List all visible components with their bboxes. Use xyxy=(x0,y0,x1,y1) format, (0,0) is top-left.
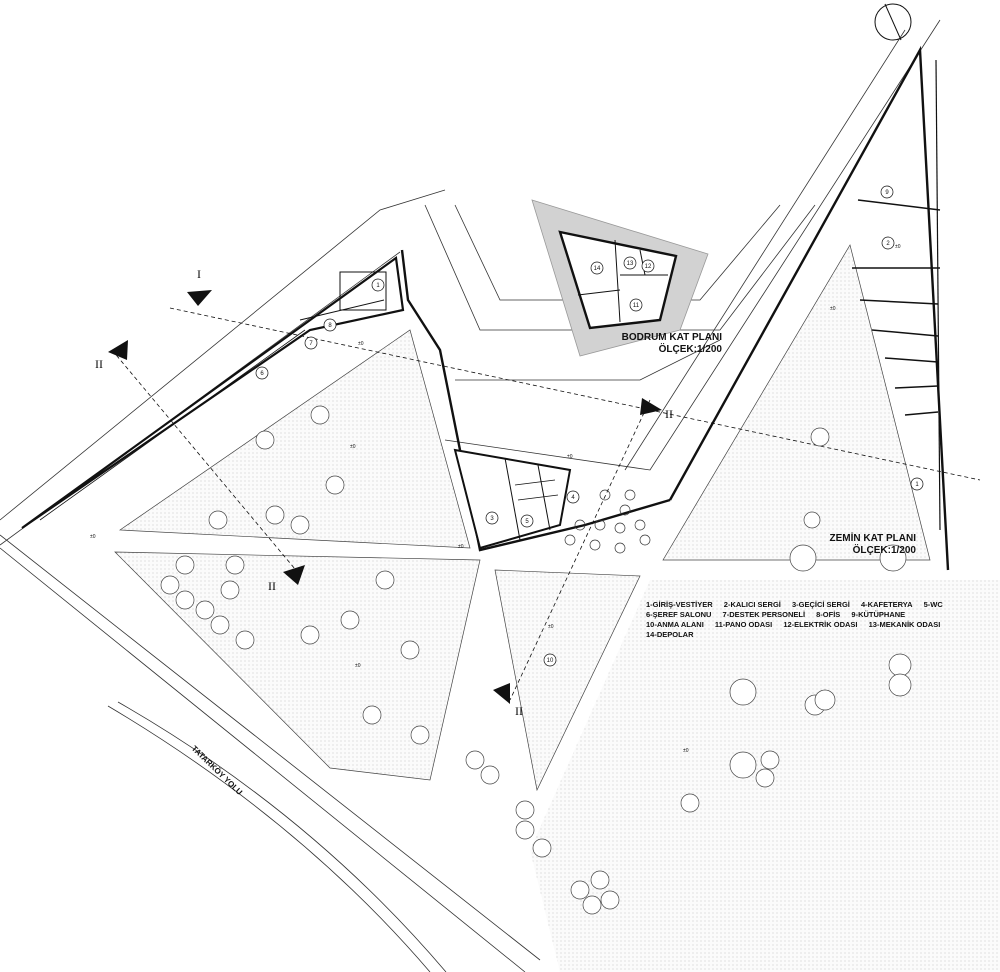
svg-text:11: 11 xyxy=(633,303,640,309)
legend-item: 5-WC xyxy=(923,600,943,609)
section-marker-labels: I II II II II xyxy=(95,267,673,718)
legend-item: 10-ANMA ALANI xyxy=(646,620,704,629)
svg-text:±0: ±0 xyxy=(683,748,689,754)
trees xyxy=(160,405,912,915)
legend-item: 2-KALICI SERGİ xyxy=(723,600,781,609)
cafeteria-tables xyxy=(564,489,651,554)
room-number-1b: 1 xyxy=(910,477,924,491)
svg-text:3: 3 xyxy=(490,516,494,522)
room-number-6: 6 xyxy=(255,366,269,380)
svg-text:8: 8 xyxy=(328,323,332,329)
room-number-10: 10 xyxy=(543,653,557,667)
ground-plan-scale: ÖLÇEK:1/200 xyxy=(852,545,916,556)
room-number-5: 5 xyxy=(520,514,534,528)
room-number-7: 7 xyxy=(304,336,318,350)
svg-text:12: 12 xyxy=(645,264,652,270)
svg-text:7: 7 xyxy=(309,341,313,347)
svg-text:II: II xyxy=(515,704,523,718)
svg-text:±0: ±0 xyxy=(567,454,573,460)
svg-text:9: 9 xyxy=(885,190,889,196)
svg-text:I: I xyxy=(197,267,201,281)
svg-text:10: 10 xyxy=(547,658,554,664)
svg-text:13: 13 xyxy=(627,261,634,267)
basement-plan xyxy=(531,199,709,357)
svg-text:II: II xyxy=(665,407,673,421)
svg-text:1: 1 xyxy=(376,283,380,289)
section-lines xyxy=(111,307,981,701)
legend-item: 11-PANO ODASI xyxy=(714,620,773,629)
section-markers xyxy=(108,290,662,704)
legend-item: 14-DEPOLAR xyxy=(646,630,694,639)
svg-text:±0: ±0 xyxy=(895,244,901,250)
svg-text:5: 5 xyxy=(525,519,529,525)
level-tags: ±0 ±0 ±0 ±0 ±0 ±0 ±0 ±0 ±0 ±0 xyxy=(90,244,901,754)
svg-text:2: 2 xyxy=(886,241,890,247)
svg-text:±0: ±0 xyxy=(548,624,554,630)
ground-plan-name: ZEMİN KAT PLANI xyxy=(829,533,916,544)
legend-item: 4-KAFETERYA xyxy=(861,600,913,609)
west-wing xyxy=(21,256,405,529)
svg-text:±0: ±0 xyxy=(358,341,364,347)
central-building xyxy=(400,249,671,552)
svg-text:6: 6 xyxy=(260,371,264,377)
legend-item: 3-GEÇİCİ SERGİ xyxy=(791,600,850,609)
legend-row: 14-DEPOLAR xyxy=(646,630,996,640)
legend-row: 6-ŞEREF SALONU 7-DESTEK PERSONELİ 8-OFİS… xyxy=(646,610,996,620)
legend-item: 7-DESTEK PERSONELİ xyxy=(722,610,806,619)
ground-plan-title: ZEMİN KAT PLANI ÖLÇEK:1/200 xyxy=(788,533,916,557)
svg-text:4: 4 xyxy=(571,495,575,501)
room-number-4: 4 xyxy=(566,490,580,504)
room-legend: 1-GİRİŞ-VESTİYER 2-KALICI SERGİ 3-GEÇİCİ… xyxy=(646,600,996,640)
svg-text:II: II xyxy=(95,357,103,371)
legend-item: 8-OFİS xyxy=(816,610,841,619)
legend-item: 6-ŞEREF SALONU xyxy=(646,610,712,619)
legend-item: 1-GİRİŞ-VESTİYER xyxy=(646,600,713,609)
legend-item: 12-ELEKTRİK ODASI xyxy=(783,620,858,629)
legend-row: 10-ANMA ALANI 11-PANO ODASI 12-ELEKTRİK … xyxy=(646,620,996,630)
room-number-12: 12 xyxy=(641,259,655,273)
legend-item: 9-KÜTÜPHANE xyxy=(851,610,906,619)
svg-text:1: 1 xyxy=(915,482,919,488)
legend-item: 13-MEKANİK ODASI xyxy=(868,620,941,629)
north-arrow-icon xyxy=(874,3,912,41)
room-number-14: 14 xyxy=(590,261,604,275)
basement-plan-title: BODRUM KAT PLANI ÖLÇEK:1/200 xyxy=(586,332,722,356)
basement-plan-name: BODRUM KAT PLANI xyxy=(621,332,722,343)
room-number-11: 11 xyxy=(629,298,643,312)
room-number-1a: 1 xyxy=(371,278,385,292)
svg-text:±0: ±0 xyxy=(458,544,464,550)
room-number-8: 8 xyxy=(323,318,337,332)
svg-text:±0: ±0 xyxy=(90,534,96,540)
room-number-2: 2 xyxy=(881,236,895,250)
east-wing xyxy=(668,45,950,571)
room-labels: 14 13 12 11 1 8 7 6 9 2 1 3 5 4 10 xyxy=(255,185,924,667)
legend-row: 1-GİRİŞ-VESTİYER 2-KALICI SERGİ 3-GEÇİCİ… xyxy=(646,600,996,610)
room-number-13: 13 xyxy=(623,256,637,270)
svg-text:14: 14 xyxy=(594,266,601,272)
svg-text:II: II xyxy=(268,579,276,593)
svg-text:±0: ±0 xyxy=(830,306,836,312)
svg-text:±0: ±0 xyxy=(355,663,361,669)
room-number-3: 3 xyxy=(485,511,499,525)
svg-text:±0: ±0 xyxy=(350,444,356,450)
room-number-9: 9 xyxy=(880,185,894,199)
basement-plan-scale: ÖLÇEK:1/200 xyxy=(658,344,722,355)
